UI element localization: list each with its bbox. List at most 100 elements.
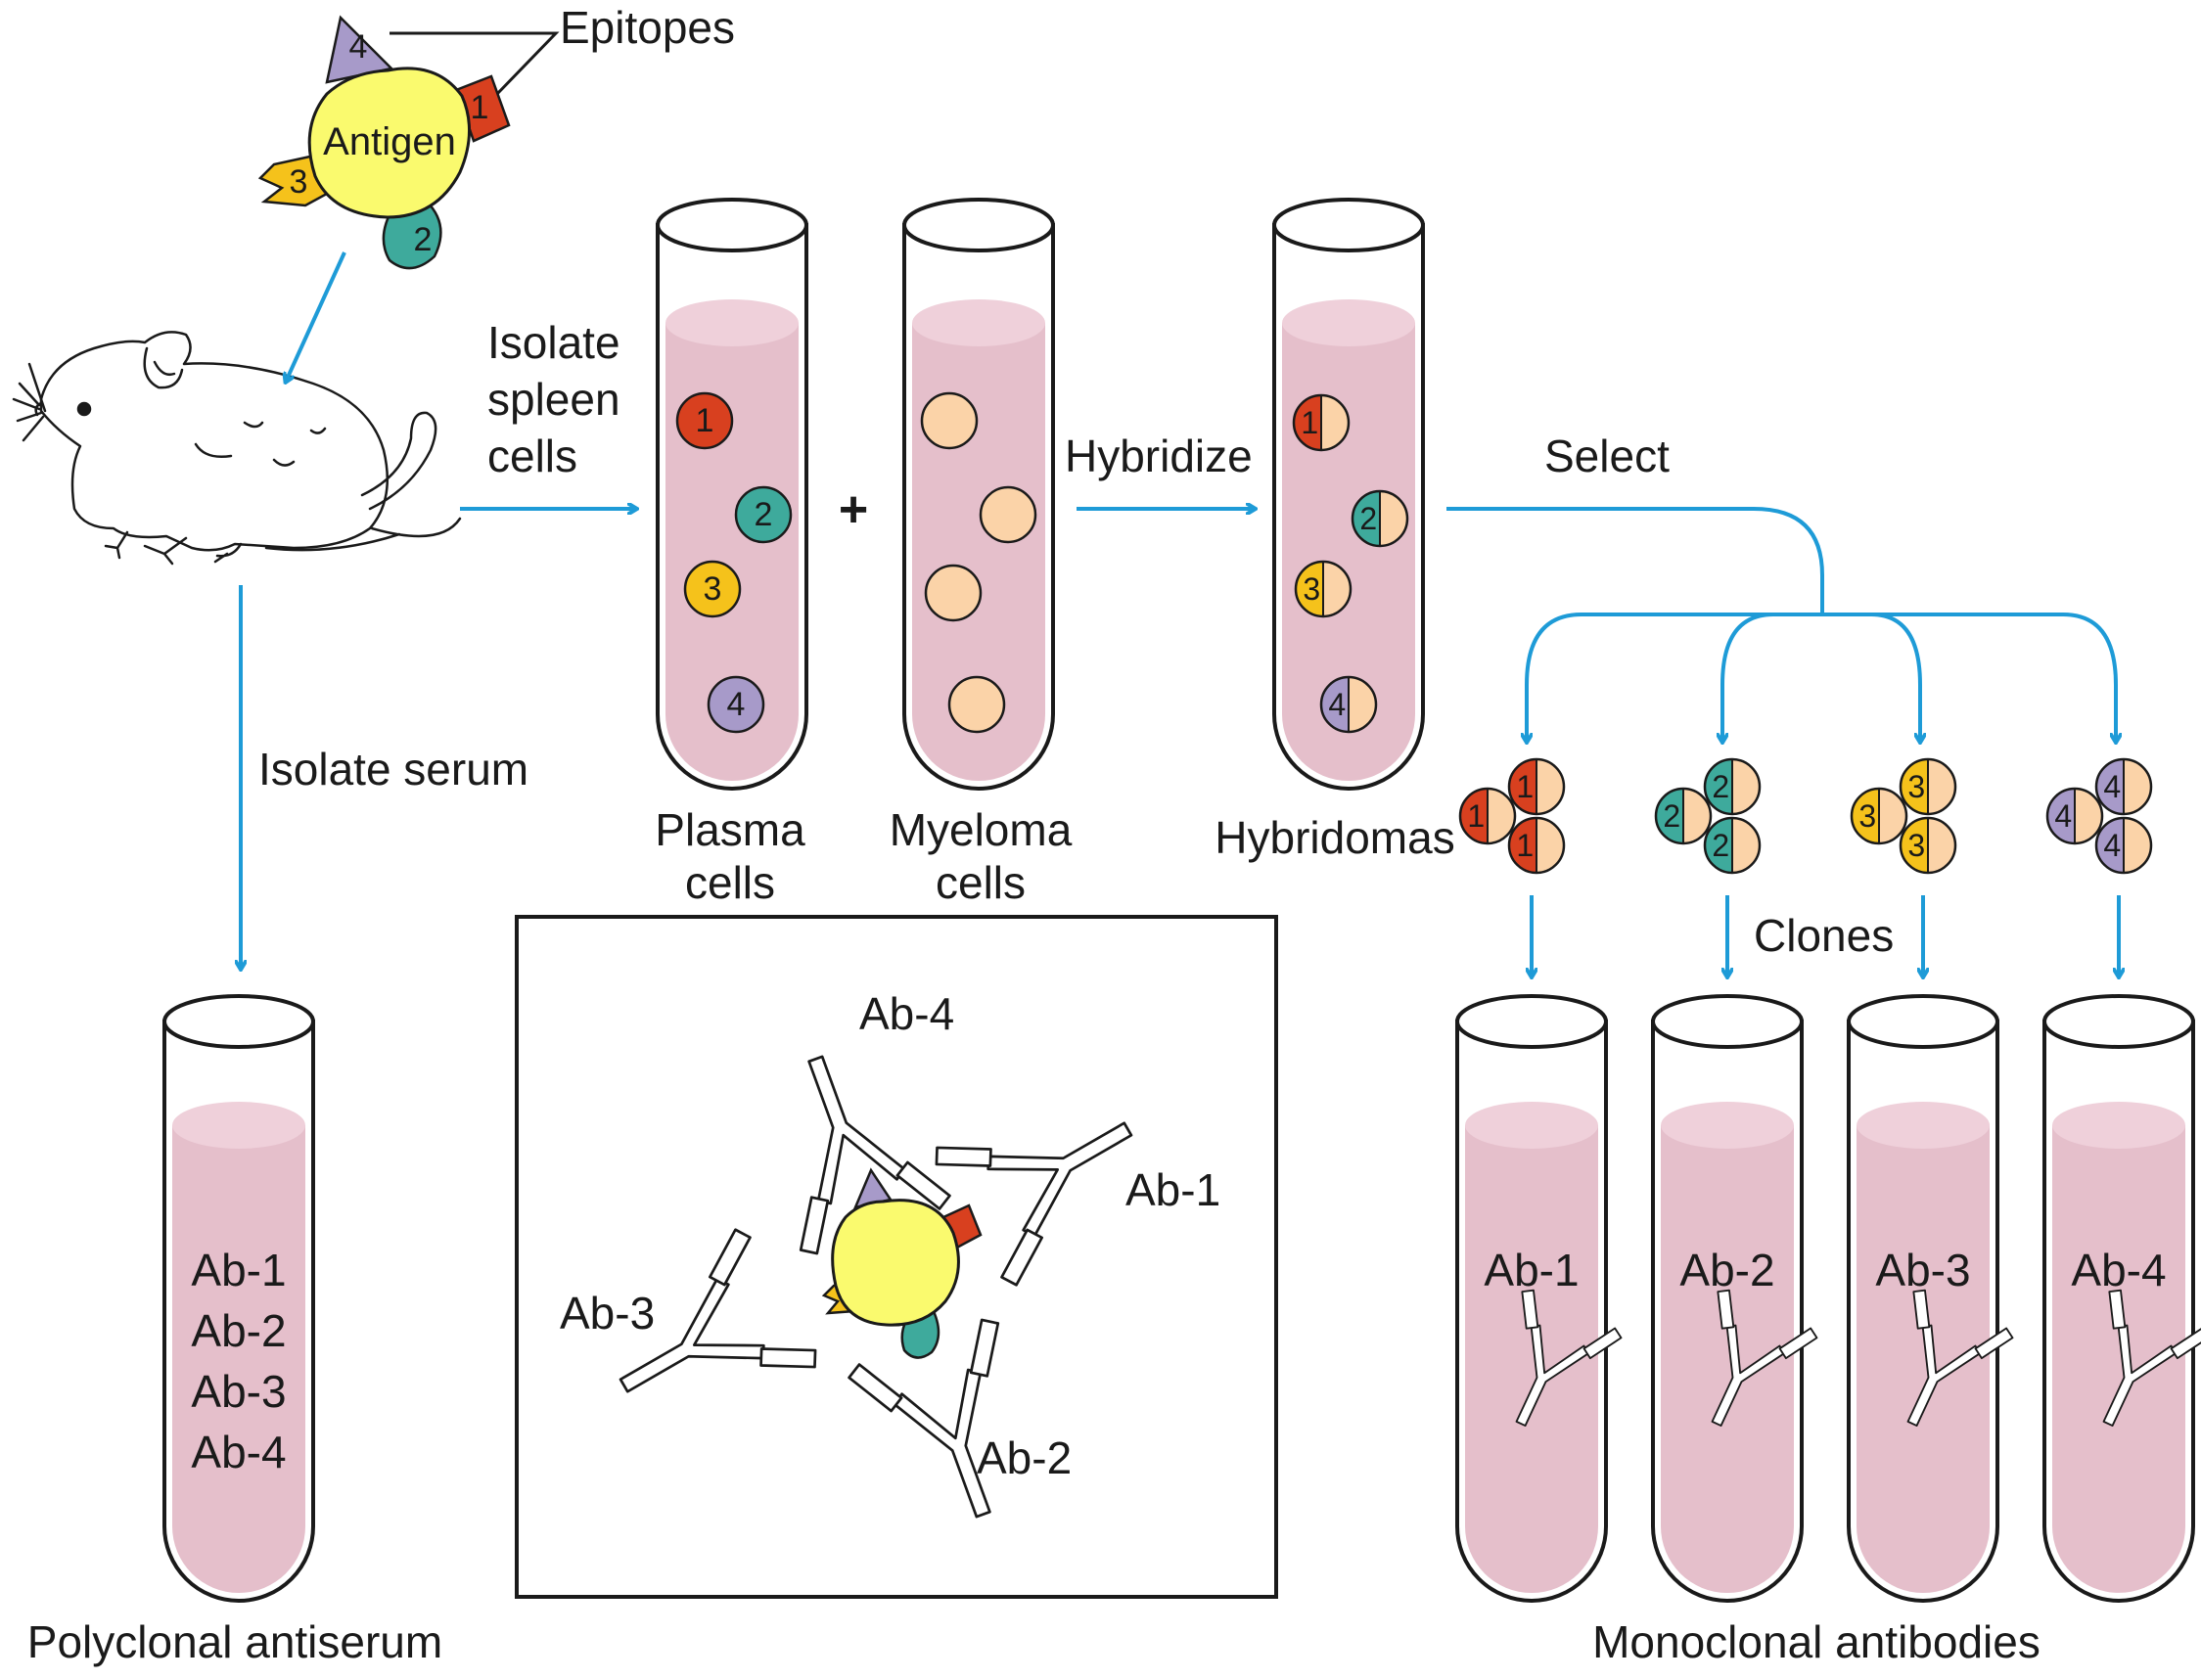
myeloma-label-line2: cells <box>936 857 1026 908</box>
clone-cell-number: 3 <box>1907 828 1925 863</box>
plasma-cell-1: 1 <box>675 391 734 450</box>
clone-cell-number: 4 <box>2054 798 2072 834</box>
epitope-callout-lines <box>390 31 560 96</box>
flow-arrows <box>241 251 2119 976</box>
clone-cell: 4 <box>2045 787 2104 845</box>
clone-cell-number: 4 <box>2103 769 2121 804</box>
plasma-cells-tube: 1 2 3 4 <box>656 198 808 791</box>
inset-ab-3-label: Ab-3 <box>560 1288 655 1339</box>
hybridoma-cell-4: 4 <box>1319 675 1378 734</box>
epitope-3-number: 3 <box>290 163 308 201</box>
clone-cell: 1 <box>1458 787 1517 845</box>
isolate-spleen-line2: spleen <box>487 374 620 425</box>
inset-antibodies <box>619 1055 1133 1519</box>
polyclonal-label: Polyclonal antiserum <box>27 1616 442 1667</box>
clone-cell-number: 1 <box>1516 828 1534 863</box>
mouse-illustration <box>12 331 462 566</box>
clone-cell: 2 <box>1654 787 1713 845</box>
antibody-icon <box>1711 1289 1818 1427</box>
inset-ab-2-label: Ab-2 <box>977 1432 1072 1483</box>
hybridoma-cell-1-number: 1 <box>1301 405 1318 440</box>
epitopes-label: Epitopes <box>560 2 735 53</box>
hybridomas-tube <box>1272 198 1425 791</box>
hybridoma-cell-4-number: 4 <box>1328 687 1346 722</box>
antigen-antibody-inset: Ab-4 Ab-1 Ab-3 Ab-2 <box>515 915 1278 1599</box>
clone-cell-number: 3 <box>1858 798 1876 834</box>
hybridoma-cells: 1 2 3 4 <box>1292 393 1409 734</box>
hybridize-label: Hybridize <box>1065 431 1253 481</box>
plasma-cell-2: 2 <box>734 485 793 544</box>
clone-cell-number: 3 <box>1907 769 1925 804</box>
plus-sign: + <box>839 481 868 538</box>
monoclonal-tube-4: Ab-4 <box>2042 994 2201 1603</box>
clone-cell-number: 1 <box>1467 798 1485 834</box>
monoclonal-label: Monoclonal antibodies <box>1592 1616 2041 1667</box>
epitope-3-shape <box>257 153 329 207</box>
clone-cell: 2 <box>1703 816 1762 875</box>
clone-cell: 3 <box>1899 816 1957 875</box>
epitope-4-number: 4 <box>349 28 368 66</box>
hybridomas-label: Hybridomas <box>1215 812 1454 863</box>
select-branch-1 <box>1527 613 1822 742</box>
clone-cell: 3 <box>1899 757 1957 816</box>
serum-ab-2: Ab-2 <box>191 1305 286 1356</box>
isolate-spleen-line3: cells <box>487 431 577 481</box>
clone-cell: 1 <box>1507 816 1566 875</box>
plasma-cell-2-number: 2 <box>755 496 773 533</box>
hybridoma-cell-3-number: 3 <box>1303 571 1320 607</box>
antibody-icon <box>1515 1289 1623 1427</box>
flow-labels: Isolate spleen cells + Hybridize Select … <box>27 317 2041 1667</box>
clone-cell-number: 2 <box>1712 769 1729 804</box>
myeloma-cell <box>979 485 1037 544</box>
hybridoma-cell-1: 1 <box>1292 393 1351 452</box>
monoclonal-label-3: Ab-3 <box>1875 1245 1970 1295</box>
monoclonal-tube-1: Ab-1 <box>1455 994 1623 1603</box>
clone-cell-number: 2 <box>1712 828 1729 863</box>
clone-cell-number: 2 <box>1663 798 1680 834</box>
serum-ab-3: Ab-3 <box>191 1366 286 1417</box>
myeloma-cells-tube <box>902 198 1055 791</box>
plasma-label-line1: Plasma <box>655 804 805 855</box>
clone-cluster-3: 333 <box>1850 757 1957 875</box>
clone-cell-number: 1 <box>1516 769 1534 804</box>
epitope-1-number: 1 <box>471 89 489 126</box>
monoclonal-tube-3: Ab-3 <box>1847 994 2014 1603</box>
inset-antigen <box>831 1199 960 1327</box>
antigen-group: 4 1 3 2 Antigen Epitopes <box>257 2 735 270</box>
clones-label: Clones <box>1754 910 1894 961</box>
antibody-icon <box>1906 1289 2014 1427</box>
clone-cell: 4 <box>2094 757 2153 816</box>
plasma-cell-3-number: 3 <box>704 570 722 608</box>
select-branch-3 <box>1870 613 1920 742</box>
inset-antibody-1 <box>935 1121 1133 1287</box>
plasma-cell-1-number: 1 <box>696 402 714 439</box>
clone-cluster-1: 111 <box>1458 757 1566 875</box>
myeloma-label-line1: Myeloma <box>890 804 1073 855</box>
plasma-cell-4-number: 4 <box>727 686 746 723</box>
inset-antibody-4 <box>799 1055 951 1255</box>
plasma-label-line2: cells <box>685 857 775 908</box>
hybridoma-cell-3: 3 <box>1294 560 1353 618</box>
clone-cluster-4: 444 <box>2045 757 2153 875</box>
clone-cell: 2 <box>1703 757 1762 816</box>
plasma-cell-4: 4 <box>707 675 765 734</box>
plasma-cell-3: 3 <box>683 560 742 618</box>
clone-cell: 3 <box>1850 787 1908 845</box>
monoclonal-label-2: Ab-2 <box>1679 1245 1774 1295</box>
select-branch-2 <box>1722 613 1774 742</box>
clone-cell: 4 <box>2094 816 2153 875</box>
clone-cluster-2: 222 <box>1654 757 1762 875</box>
monoclonal-label-4: Ab-4 <box>2071 1245 2166 1295</box>
myeloma-cell <box>947 675 1006 734</box>
myeloma-cell <box>920 391 979 450</box>
polyclonal-tube: Ab-1 Ab-2 Ab-3 Ab-4 <box>162 994 315 1603</box>
clone-cell: 1 <box>1507 757 1566 816</box>
antibody-icon <box>2102 1289 2201 1427</box>
antigen-body <box>307 67 471 219</box>
inset-ab-1-label: Ab-1 <box>1125 1164 1220 1215</box>
monoclonal-tube-2: Ab-2 <box>1651 994 1818 1603</box>
clone-cell-number: 4 <box>2103 828 2121 863</box>
hybridoma-cell-2-number: 2 <box>1359 501 1377 536</box>
